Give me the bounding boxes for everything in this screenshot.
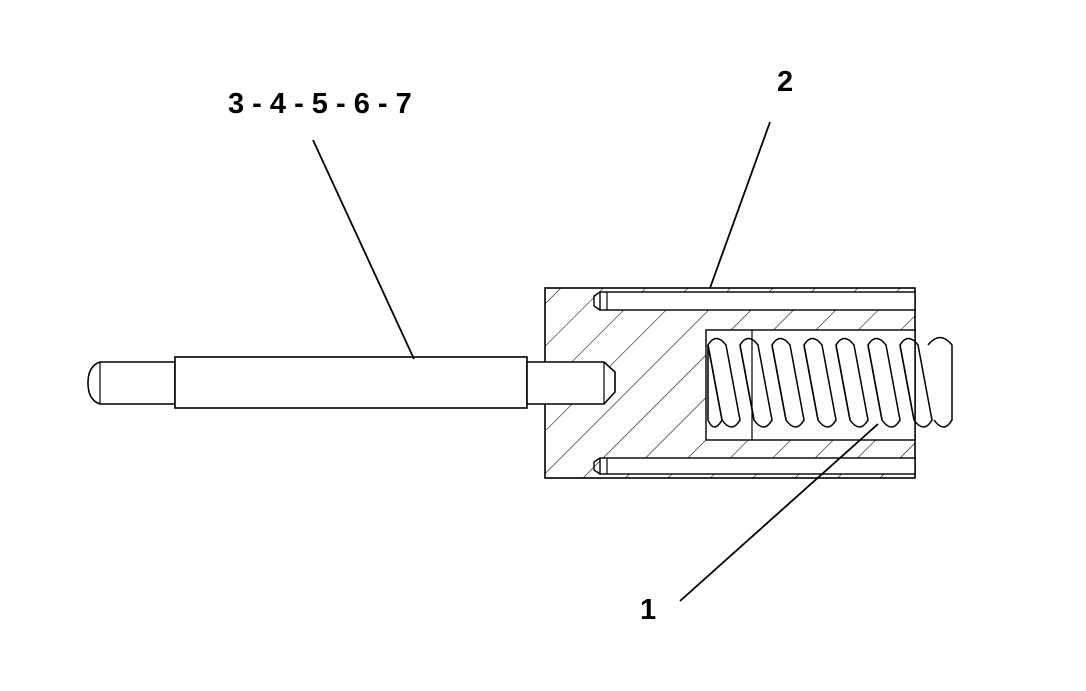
pin-shaft — [87, 356, 616, 409]
leader-pin — [312, 139, 415, 360]
callout-pin-parts: 3 - 4 - 5 - 6 - 7 — [228, 88, 412, 120]
leader-lines — [312, 121, 879, 602]
callout-spring: 1 — [640, 594, 657, 626]
coil-spring — [707, 336, 953, 428]
callout-housing: 2 — [777, 66, 794, 98]
leader-housing — [709, 121, 771, 289]
leader-spring — [679, 423, 879, 602]
